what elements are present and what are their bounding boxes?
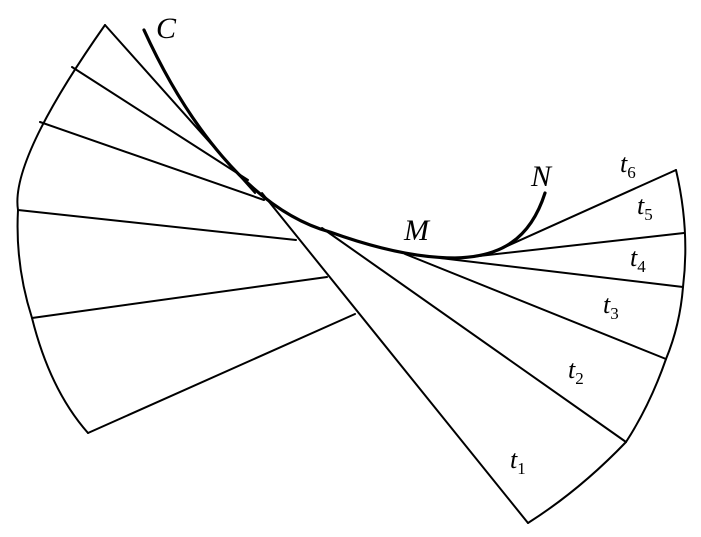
tangent-t4-line: [439, 257, 684, 288]
left-outer-arc: [16, 24, 106, 434]
label-t2: t2: [568, 355, 584, 388]
left-radial-4: [17, 209, 297, 241]
tangent-t6-line: [504, 169, 677, 248]
right-outer-arc: [527, 169, 687, 524]
tangent-t2-line: [321, 227, 627, 443]
label-t4: t4: [630, 243, 646, 276]
label-t5: t5: [637, 191, 653, 224]
label-m: M: [403, 214, 431, 247]
label-t1: t1: [510, 445, 526, 478]
tangent-t3-line: [404, 253, 667, 360]
label-t3: t3: [603, 290, 619, 323]
tangent-t5-line: [469, 232, 685, 258]
left-radial-2: [71, 66, 249, 181]
curve-cmn: [142, 28, 547, 260]
left-radial-6: [87, 313, 356, 434]
label-t6: t6: [620, 149, 636, 182]
label-c: C: [156, 12, 177, 45]
label-n: N: [530, 160, 553, 193]
tangent-t1-line: [261, 192, 529, 524]
left-radial-5: [31, 276, 328, 319]
left-radial-3: [39, 121, 265, 201]
